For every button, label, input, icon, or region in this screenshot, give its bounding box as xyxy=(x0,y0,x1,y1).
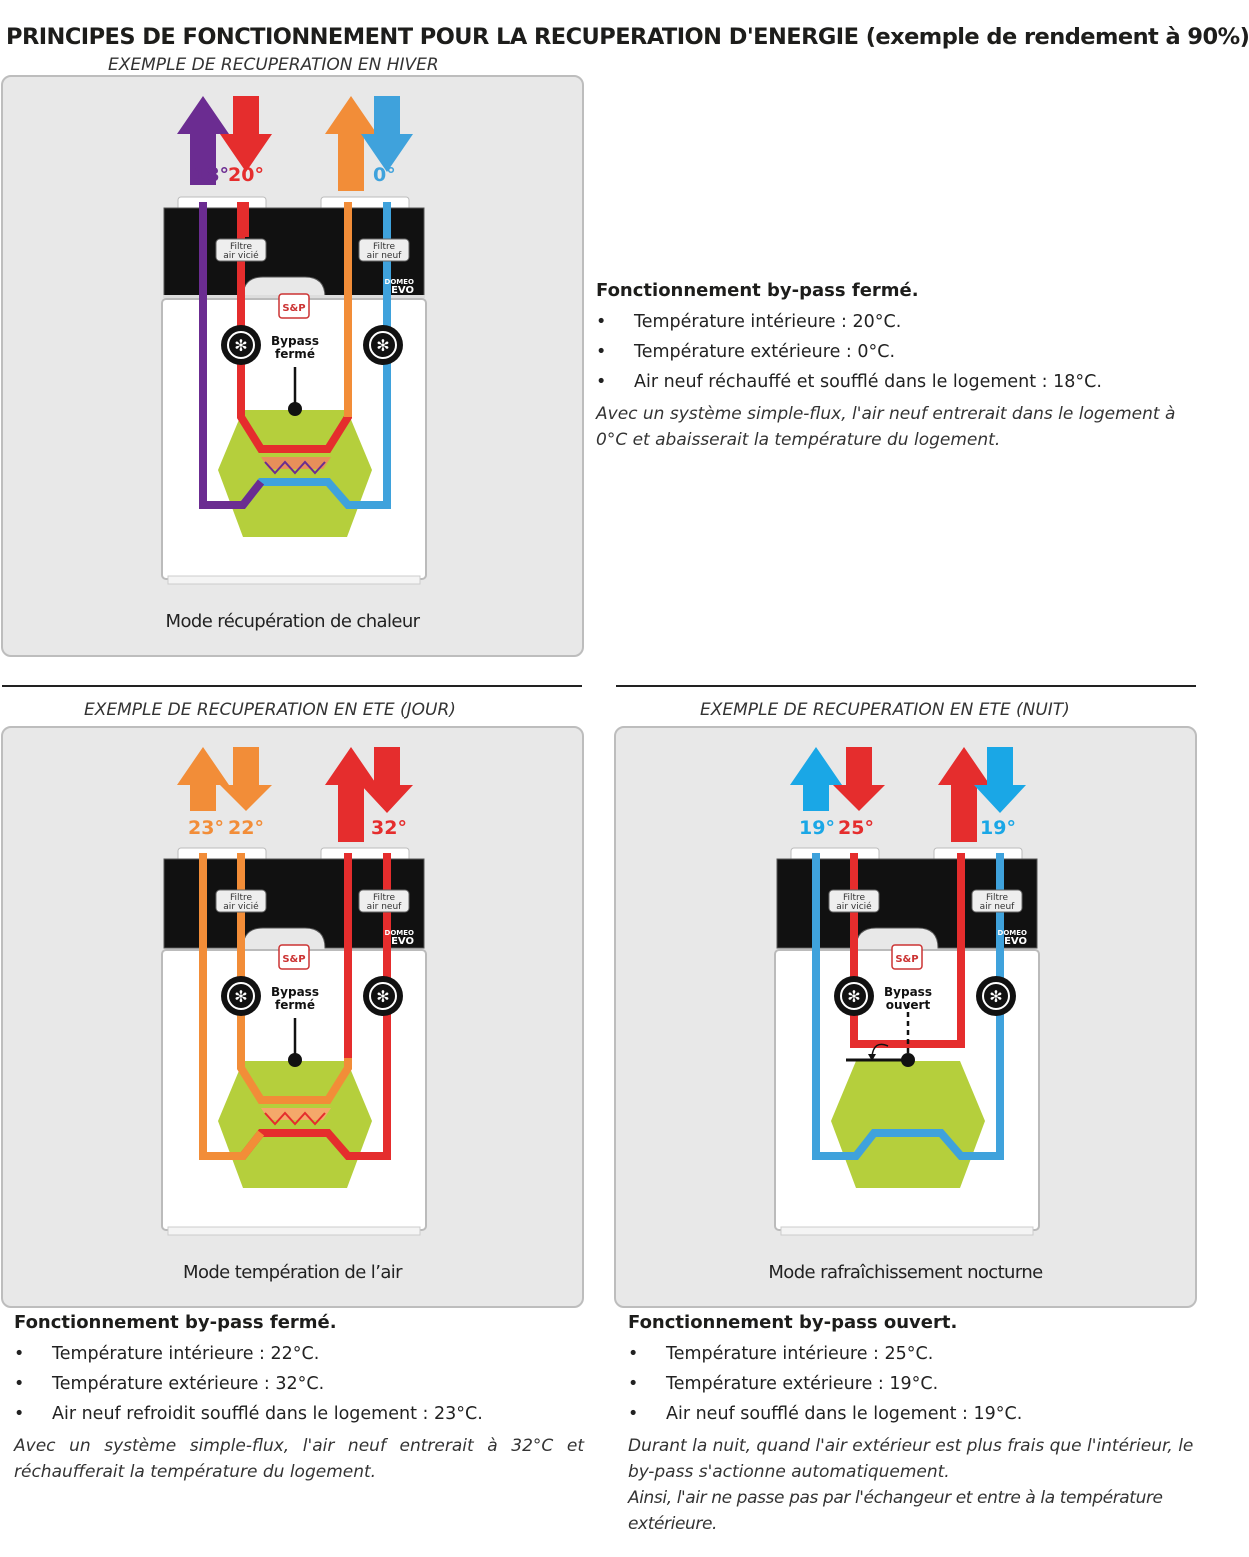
bullet-ete-jour-2: Température extérieure : 32°C. xyxy=(14,1369,584,1399)
fan-left-icon xyxy=(221,976,261,1016)
info-title-ete-nuit: Fonctionnement by-pass ouvert. xyxy=(628,1312,958,1333)
fan-right-icon xyxy=(976,976,1016,1016)
arrow-down-red-icon xyxy=(220,96,272,172)
section-title-ete-nuit: EXEMPLE DE RECUPERATION EN ETE (NUIT) xyxy=(700,700,1070,720)
svg-text:DOMEO: DOMEO xyxy=(385,929,415,937)
diagram-ete-jour: 23° 22° 32° Filtre air vicié Filtre air … xyxy=(161,747,427,1236)
divider-right xyxy=(616,685,1196,687)
bullet-ete-jour-3: Air neuf refroidit soufflé dans le logem… xyxy=(14,1399,584,1429)
info-hiver: Fonctionnement by-pass fermé. Températur… xyxy=(596,280,1196,453)
arrow-up-lightblue-icon xyxy=(790,747,842,811)
mode-ete-nuit: Mode rafraîchissement nocturne xyxy=(768,1262,1043,1283)
page-title: PRINCIPES DE FONCTIONNEMENT POUR LA RECU… xyxy=(6,24,1249,50)
svg-text:DOMEO: DOMEO xyxy=(998,929,1028,937)
panel-ete-jour: 23° 22° 32° Filtre air vicié Filtre air … xyxy=(1,726,584,1308)
svg-text:air vicié: air vicié xyxy=(223,250,259,261)
temp-extract-label: 18° xyxy=(193,164,229,186)
svg-text:fermé: fermé xyxy=(275,347,315,361)
divider-left xyxy=(2,685,582,687)
svg-text:✻: ✻ xyxy=(847,987,860,1006)
svg-text:Filtre: Filtre xyxy=(373,242,396,252)
arrow-up-red-icon xyxy=(938,747,990,842)
svg-text:Filtre: Filtre xyxy=(230,893,253,903)
temp-outdoor-label: 0° xyxy=(373,164,396,186)
svg-text:air neuf: air neuf xyxy=(367,902,403,912)
svg-text:S&P: S&P xyxy=(282,954,305,965)
svg-text:19°: 19° xyxy=(980,817,1016,839)
svg-text:air vicié: air vicié xyxy=(836,901,872,912)
svg-text:EVO: EVO xyxy=(1004,936,1027,947)
arrow-down-red-icon xyxy=(361,747,413,813)
bullet-ete-nuit-2: Température extérieure : 19°C. xyxy=(628,1369,1196,1399)
arrow-down-orange-icon xyxy=(220,747,272,811)
fan-left-icon xyxy=(221,325,261,365)
heat-exchanger xyxy=(831,1061,985,1188)
bullet-hiver-1: Température intérieure : 20°C. xyxy=(596,307,1196,337)
mode-ete-jour: Mode températion de l’air xyxy=(183,1262,403,1283)
svg-text:Bypass: Bypass xyxy=(271,334,319,348)
diagram-hiver: 18° 20° 0° Filtre air vicié Filtre air n… xyxy=(161,96,427,585)
svg-text:✻: ✻ xyxy=(234,987,247,1006)
svg-text:S&P: S&P xyxy=(895,954,918,965)
fan-right-icon xyxy=(363,976,403,1016)
arrow-down-blue-icon xyxy=(361,96,413,172)
info-ete-jour: Fonctionnement by-pass fermé. Températur… xyxy=(14,1312,584,1485)
panel-ete-nuit: 19° 25° 19° Filtre air vicié Filtre air … xyxy=(614,726,1197,1308)
svg-text:fermé: fermé xyxy=(275,998,315,1012)
arrow-up-purple-icon xyxy=(177,96,229,185)
svg-text:22°: 22° xyxy=(228,817,264,839)
section-title-hiver: EXEMPLE DE RECUPERATION EN HIVER xyxy=(108,55,439,75)
svg-text:EVO: EVO xyxy=(391,285,414,296)
svg-text:✻: ✻ xyxy=(989,987,1002,1006)
arrow-down-red-icon xyxy=(833,747,885,811)
svg-text:EVO: EVO xyxy=(391,936,414,947)
bullet-hiver-3: Air neuf réchauffé et soufflé dans le lo… xyxy=(596,367,1196,397)
bullet-ete-jour-1: Température intérieure : 22°C. xyxy=(14,1339,584,1369)
svg-text:Filtre: Filtre xyxy=(230,242,253,252)
svg-text:air neuf: air neuf xyxy=(980,902,1016,912)
bullet-ete-nuit-3: Air neuf soufflé dans le logement : 19°C… xyxy=(628,1399,1196,1429)
svg-text:DOMEO: DOMEO xyxy=(385,278,415,286)
svg-text:25°: 25° xyxy=(838,817,874,839)
svg-text:Bypass: Bypass xyxy=(884,985,932,999)
svg-text:ouvert: ouvert xyxy=(886,998,931,1012)
note-hiver: Avec un système simple-flux, l'air neuf … xyxy=(596,404,1176,450)
bullet-ete-nuit-1: Température intérieure : 25°C. xyxy=(628,1339,1196,1369)
svg-text:✻: ✻ xyxy=(376,336,389,355)
svg-text:air vicié: air vicié xyxy=(223,901,259,912)
svg-text:23°: 23° xyxy=(188,817,224,839)
svg-text:Filtre: Filtre xyxy=(373,893,396,903)
svg-text:✻: ✻ xyxy=(376,987,389,1006)
fan-right-icon xyxy=(363,325,403,365)
section-title-ete-jour: EXEMPLE DE RECUPERATION EN ETE (JOUR) xyxy=(84,700,456,720)
note-ete-nuit-2: Ainsi, l'air ne passe pas par l'échangeu… xyxy=(628,1488,1163,1534)
info-title-hiver: Fonctionnement by-pass fermé. xyxy=(596,280,919,301)
svg-text:air neuf: air neuf xyxy=(367,251,403,261)
arrow-up-orange-icon xyxy=(325,96,377,191)
bullet-hiver-2: Température extérieure : 0°C. xyxy=(596,337,1196,367)
diagram-ete-nuit: 19° 25° 19° Filtre air vicié Filtre air … xyxy=(774,747,1040,1236)
temp-indoor-label: 20° xyxy=(228,164,264,186)
svg-text:32°: 32° xyxy=(371,817,407,839)
note-ete-nuit-1: Durant la nuit, quand l'air extérieur es… xyxy=(628,1436,1194,1482)
panel-hiver: 18° 20° 0° Filtre air vicié Filtre air n… xyxy=(1,75,584,657)
note-ete-jour: Avec un système simple-flux, l'air neuf … xyxy=(14,1436,584,1482)
svg-text:S&P: S&P xyxy=(282,303,305,314)
info-ete-nuit: Fonctionnement by-pass ouvert. Températu… xyxy=(628,1312,1196,1537)
arrow-up-red-icon xyxy=(325,747,377,842)
svg-text:Bypass: Bypass xyxy=(271,985,319,999)
arrow-down-lightblue-icon xyxy=(974,747,1026,813)
arrow-up-orange-icon xyxy=(177,747,229,811)
fan-left-icon xyxy=(834,976,874,1016)
mode-hiver: Mode récupération de chaleur xyxy=(165,611,421,632)
svg-text:Filtre: Filtre xyxy=(986,893,1009,903)
svg-text:Filtre: Filtre xyxy=(843,893,866,903)
info-title-ete-jour: Fonctionnement by-pass fermé. xyxy=(14,1312,337,1333)
svg-text:✻: ✻ xyxy=(234,336,247,355)
svg-text:19°: 19° xyxy=(799,817,835,839)
